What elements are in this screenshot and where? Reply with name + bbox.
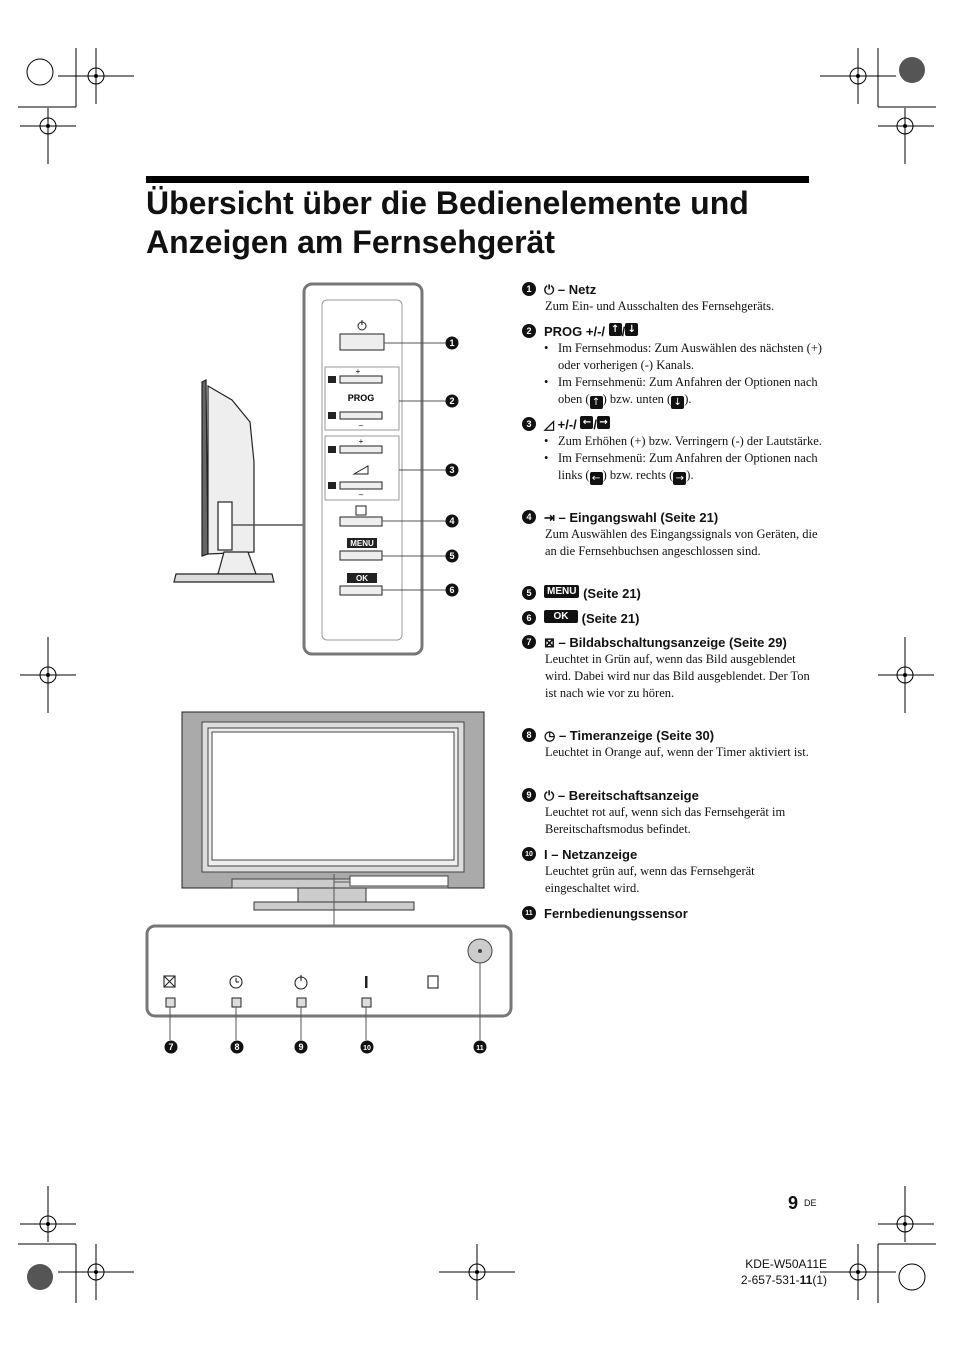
menu-badge: MENU bbox=[544, 585, 580, 598]
document-code: 2-657-531-11(1) bbox=[740, 1273, 827, 1287]
callout-2: 2 bbox=[449, 396, 454, 406]
page-language: DE bbox=[804, 1198, 817, 1208]
callout-11: 11 bbox=[476, 1045, 484, 1052]
power-icon: ⏻ bbox=[544, 282, 558, 297]
input-select-icon: ⇥ bbox=[544, 510, 559, 525]
timer-icon: ◷ bbox=[544, 728, 559, 743]
page-title: Übersicht über die Bedienelemente und An… bbox=[146, 185, 749, 260]
callout-7: 7 bbox=[168, 1042, 173, 1052]
item-standby: 9⏻ – Bereitschaftsanzeige Leuchtet rot a… bbox=[522, 787, 822, 838]
svg-text:+: + bbox=[356, 367, 361, 376]
svg-text:–: – bbox=[359, 490, 364, 499]
standby-icon: ⏻ bbox=[544, 788, 558, 803]
item-picture-off: 7⊠ – Bildabschaltungsanzeige (Seite 29) … bbox=[522, 634, 822, 702]
arrow-right-icon: → bbox=[597, 416, 611, 429]
arrow-up-icon: ↑ bbox=[589, 396, 603, 409]
volume-icon: ◿ bbox=[544, 417, 558, 432]
callout-9: 9 bbox=[298, 1042, 303, 1052]
svg-text:+: + bbox=[359, 437, 364, 446]
svg-text:–: – bbox=[359, 421, 364, 430]
callout-1: 1 bbox=[449, 338, 454, 348]
callout-10: 10 bbox=[363, 1045, 371, 1052]
item-power: 1⏻ – Netz Zum Ein- und Ausschalten des F… bbox=[522, 281, 822, 315]
arrow-right-icon: → bbox=[673, 472, 687, 485]
arrow-up-icon: ↑ bbox=[608, 323, 622, 336]
prog-label: PROG bbox=[348, 393, 375, 403]
tv-front-diagram: 7 8 9 10 11 bbox=[145, 711, 513, 1054]
title-rule bbox=[146, 176, 809, 183]
callout-3: 3 bbox=[449, 465, 454, 475]
callout-5: 5 bbox=[449, 551, 454, 561]
page-number: 9 bbox=[788, 1193, 799, 1213]
arrow-down-icon: ↓ bbox=[671, 396, 685, 409]
callout-4: 4 bbox=[449, 516, 454, 526]
model-info: KDE-W50A11E 2-657-531-11(1) bbox=[741, 1256, 827, 1288]
menu-label: MENU bbox=[350, 539, 374, 548]
item-volume: 3◿ +/-/ ←/→ Zum Erhöhen (+) bzw. Verring… bbox=[522, 416, 822, 485]
ok-label: OK bbox=[356, 574, 368, 583]
arrow-left-icon: ← bbox=[589, 472, 603, 485]
item-input: 4⇥ – Eingangswahl (Seite 21) Zum Auswähl… bbox=[522, 509, 822, 560]
arrow-down-icon: ↓ bbox=[625, 323, 639, 336]
callout-6: 6 bbox=[449, 585, 454, 595]
tv-side-panel-diagram: + PROG – + – MENU OK 1 2 3 4 5 6 bbox=[173, 282, 459, 656]
power-indicator-icon: I bbox=[544, 847, 552, 862]
model-number: KDE-W50A11E bbox=[745, 1257, 827, 1271]
item-timer: 8◷ – Timeranzeige (Seite 30) Leuchtet in… bbox=[522, 727, 822, 761]
arrow-left-icon: ← bbox=[580, 416, 594, 429]
callout-8: 8 bbox=[234, 1042, 239, 1052]
picture-off-icon: ⊠ bbox=[544, 635, 559, 650]
ok-badge: OK bbox=[544, 610, 578, 623]
